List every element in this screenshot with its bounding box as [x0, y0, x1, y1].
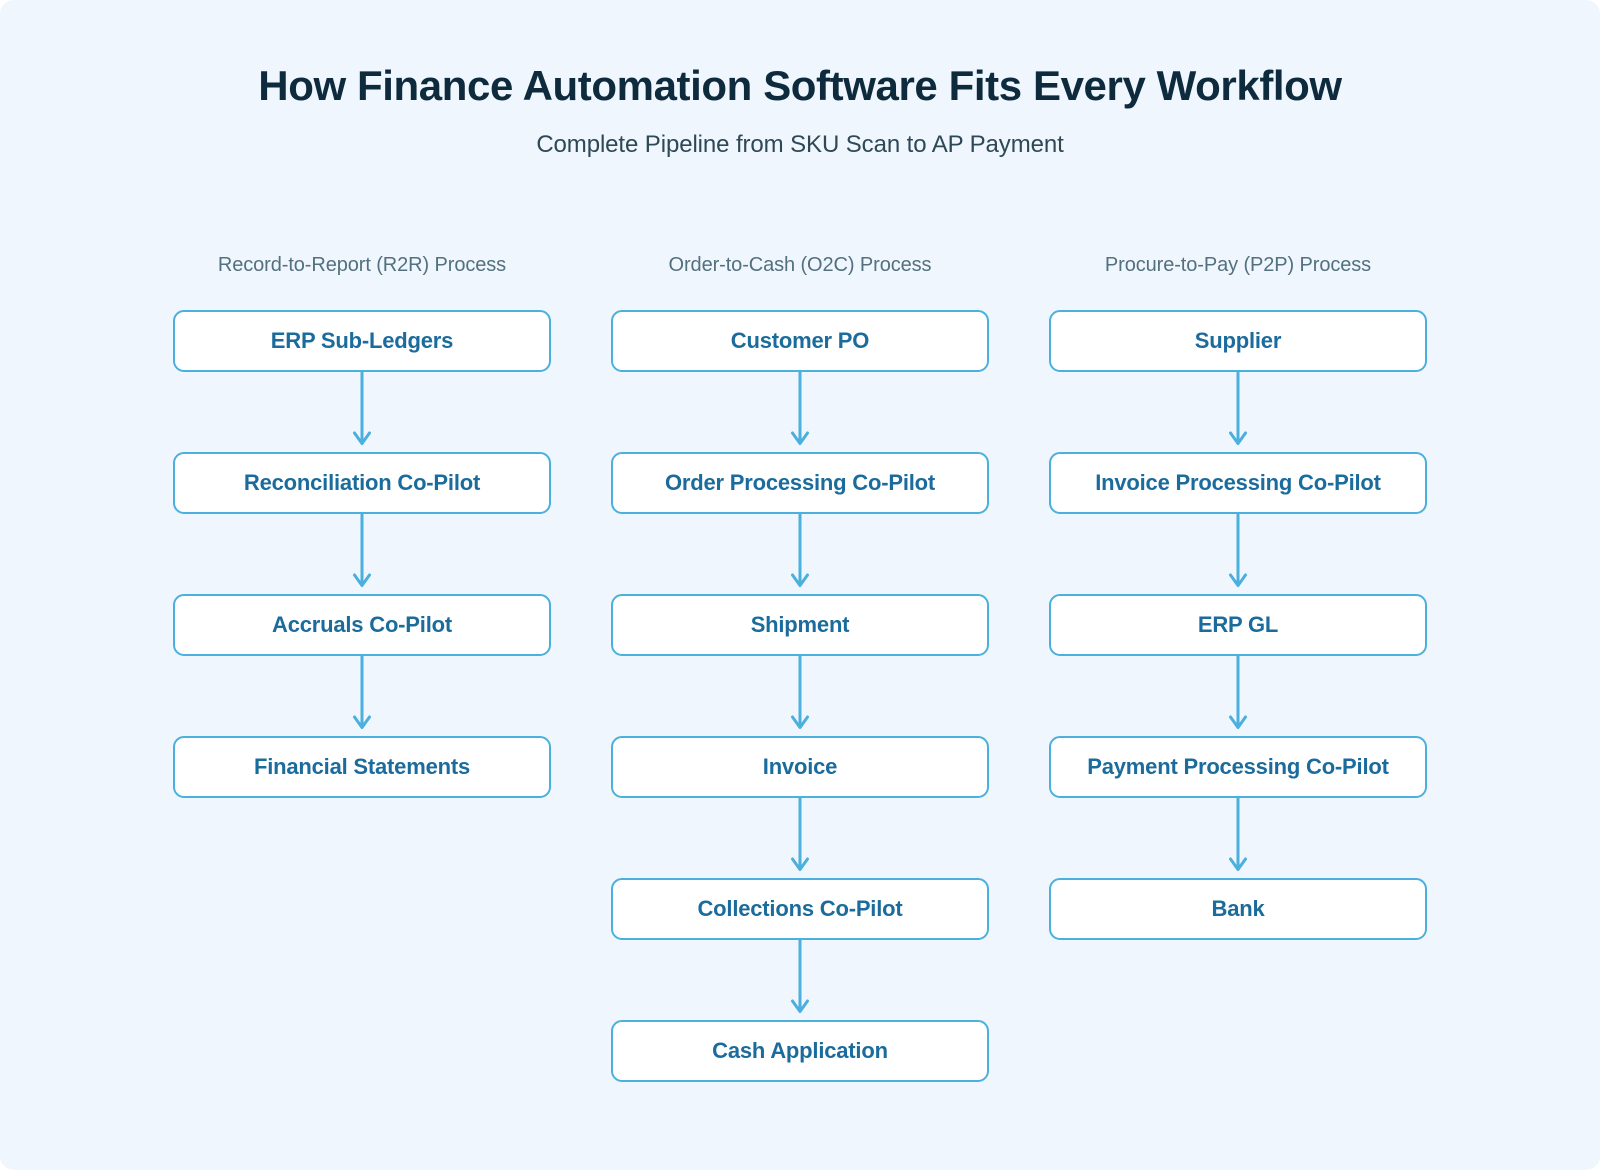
arrow-down-icon — [1229, 656, 1247, 729]
arrow-down-icon — [1229, 798, 1247, 871]
flow-node[interactable]: Financial Statements — [173, 736, 551, 798]
flow-arrow — [611, 656, 989, 736]
flow-arrow — [611, 372, 989, 452]
flow-node[interactable]: ERP Sub-Ledgers — [173, 310, 551, 372]
flow-node[interactable]: Invoice — [611, 736, 989, 798]
flow-arrow — [611, 940, 989, 1020]
flow-node-label: Reconciliation Co-Pilot — [243, 470, 481, 496]
flow-node-label: Collections Co-Pilot — [697, 896, 903, 922]
flow-node-label: Supplier — [1194, 328, 1282, 354]
arrow-down-icon — [1229, 514, 1247, 587]
flow-node-label: ERP Sub-Ledgers — [270, 328, 454, 354]
flow-node-label: Customer PO — [730, 328, 870, 354]
flow-node-label: Invoice Processing Co-Pilot — [1095, 470, 1381, 496]
flow-arrow — [1049, 372, 1427, 452]
arrow-down-icon — [791, 656, 809, 729]
column-header-p2p: Procure-to-Pay (P2P) Process — [1104, 254, 1372, 276]
flow-node-label: Invoice — [762, 754, 838, 780]
arrow-down-icon — [353, 514, 371, 587]
flow-node[interactable]: Order Processing Co-Pilot — [611, 452, 989, 514]
flow-arrow — [1049, 514, 1427, 594]
flow-node-label: Financial Statements — [253, 754, 471, 780]
arrow-down-icon — [791, 940, 809, 1013]
flow-node[interactable]: Accruals Co-Pilot — [173, 594, 551, 656]
flow-node[interactable]: Bank — [1049, 878, 1427, 940]
flow-node-label: Accruals Co-Pilot — [272, 612, 452, 638]
flow-node-label: Order Processing Co-Pilot — [664, 470, 936, 496]
flow-node[interactable]: Cash Application — [611, 1020, 989, 1082]
flow-node-label: Shipment — [750, 612, 850, 638]
flow-node[interactable]: Payment Processing Co-Pilot — [1049, 736, 1427, 798]
flow-node[interactable]: Collections Co-Pilot — [611, 878, 989, 940]
flow-node[interactable]: Customer PO — [611, 310, 989, 372]
flow-node-label: Bank — [1211, 896, 1265, 922]
flow-node-label: Payment Processing Co-Pilot — [1087, 754, 1389, 780]
arrow-down-icon — [791, 514, 809, 587]
column-header-o2c: Order-to-Cash (O2C) Process — [668, 254, 932, 276]
arrow-down-icon — [1229, 372, 1247, 445]
flow-arrow — [173, 656, 551, 736]
flow-node[interactable]: ERP GL — [1049, 594, 1427, 656]
flow-arrow — [1049, 798, 1427, 878]
arrow-down-icon — [353, 656, 371, 729]
arrow-down-icon — [791, 798, 809, 871]
flow-arrow — [173, 514, 551, 594]
column-header-r2r: Record-to-Report (R2R) Process — [217, 254, 507, 276]
arrow-down-icon — [791, 372, 809, 445]
flow-arrow — [1049, 656, 1427, 736]
flow-node[interactable]: Supplier — [1049, 310, 1427, 372]
flow-node[interactable]: Reconciliation Co-Pilot — [173, 452, 551, 514]
page-title: How Finance Automation Software Fits Eve… — [258, 62, 1342, 109]
flow-node[interactable]: Shipment — [611, 594, 989, 656]
flow-node-label: Cash Application — [712, 1038, 888, 1064]
flow-arrow — [611, 798, 989, 878]
header: How Finance Automation Software Fits Eve… — [0, 0, 1600, 159]
flow-node-label: ERP GL — [1197, 612, 1279, 638]
arrow-down-icon — [353, 372, 371, 445]
page-subtitle: Complete Pipeline from SKU Scan to AP Pa… — [536, 131, 1064, 159]
flow-node[interactable]: Invoice Processing Co-Pilot — [1049, 452, 1427, 514]
flow-arrow — [611, 514, 989, 594]
flow-arrow — [173, 372, 551, 452]
